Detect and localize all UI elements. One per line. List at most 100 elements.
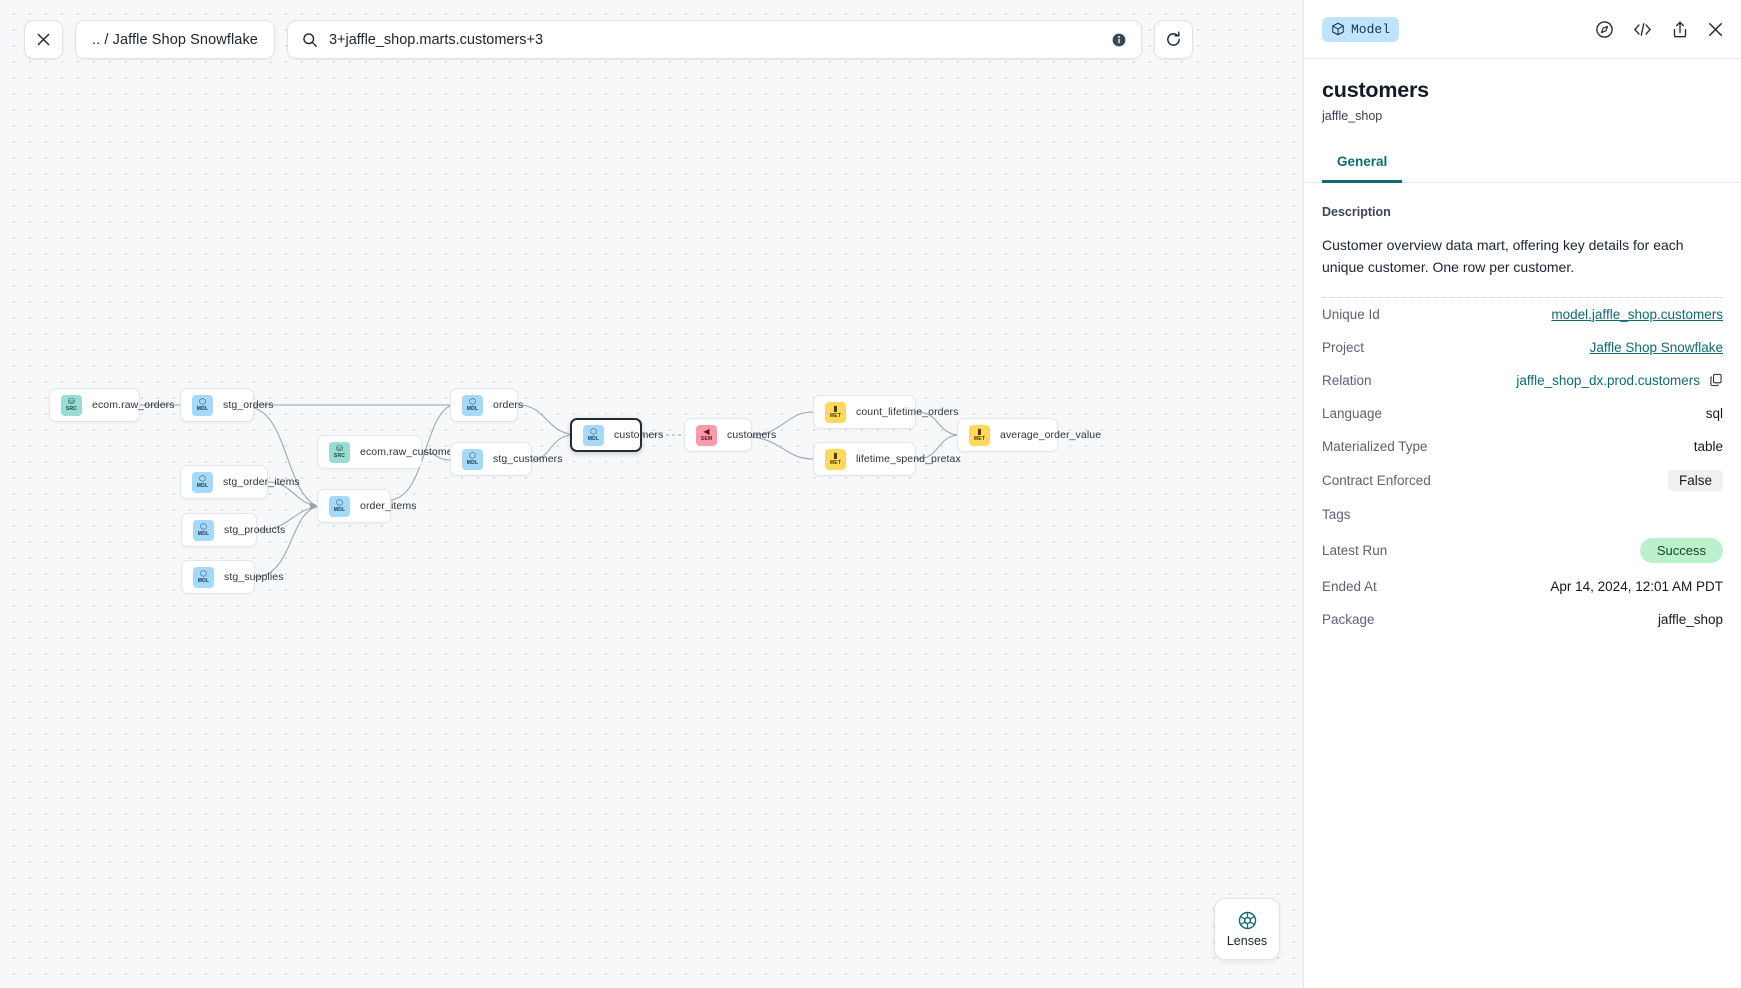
canvas-toolbar: .. / Jaffle Shop Snowflake (24, 20, 1193, 59)
refresh-icon (1167, 31, 1180, 46)
graph-node-label: customers (614, 429, 664, 441)
graph-node-order_items[interactable]: ⬡MDL order_items (317, 489, 416, 523)
property-value-wrap: model.jaffle_shop.customers (1551, 307, 1723, 322)
property-key: Package (1322, 611, 1375, 627)
lenses-button[interactable]: Lenses (1214, 898, 1280, 960)
property-value[interactable]: jaffle_shop_dx.prod.customers (1516, 372, 1700, 388)
page-title: customers (1322, 78, 1429, 102)
property-value-wrap: jaffle_shop_dx.prod.customers (1516, 373, 1723, 388)
property-row: Tags (1322, 498, 1723, 531)
graph-node-label: stg_orders (223, 399, 274, 411)
code-button[interactable] (1632, 20, 1653, 39)
graph-node-label: stg_supplies (224, 571, 284, 583)
property-value-wrap: table (1694, 439, 1723, 454)
property-value-wrap: Success (1639, 537, 1723, 563)
property-key: Unique Id (1322, 306, 1380, 322)
breadcrumb[interactable]: .. / Jaffle Shop Snowflake (75, 20, 275, 59)
property-value-wrap: False (1667, 469, 1723, 491)
property-value[interactable]: model.jaffle_shop.customers (1551, 306, 1723, 322)
met-badge-icon: ▮MET (969, 424, 990, 446)
graph-node-label: order_items (360, 500, 417, 512)
graph-node-label: stg_customers (493, 453, 563, 465)
info-icon[interactable] (1111, 32, 1127, 48)
graph-node-ecom_raw_customers[interactable]: ⛁SRC ecom.raw_customers (317, 435, 461, 469)
lenses-label: Lenses (1226, 934, 1268, 948)
graph-node-label: ecom.raw_orders (92, 399, 175, 411)
property-row: Materialized Type table (1322, 430, 1723, 463)
lenses-icon (1238, 911, 1256, 930)
description-label: Description (1322, 205, 1391, 219)
src-badge-icon: ⛁SRC (61, 394, 82, 416)
met-badge-icon: ▮MET (825, 401, 846, 423)
property-value: False (1667, 469, 1723, 491)
mdl-badge-icon: ⬡MDL (192, 394, 213, 416)
close-icon (37, 33, 50, 46)
graph-node-label: ecom.raw_customers (360, 446, 462, 458)
panel-tabs: General (1304, 148, 1741, 183)
copy-icon[interactable] (1709, 373, 1723, 387)
property-key: Project (1322, 339, 1365, 355)
refresh-button[interactable] (1153, 20, 1193, 59)
tab-general[interactable]: General (1322, 148, 1403, 183)
property-value-wrap: Jaffle Shop Snowflake (1590, 340, 1723, 355)
graph-node-average_order_value[interactable]: ▮MET average_order_value (957, 418, 1101, 452)
graph-node-label: average_order_value (1000, 429, 1102, 441)
property-key: Contract Enforced (1322, 472, 1431, 488)
panel-body: Description Customer overview data mart,… (1304, 183, 1741, 988)
panel-header: Model (1304, 0, 1741, 59)
property-row: Ended At Apr 14, 2024, 12:01 AM PDT (1322, 570, 1723, 603)
property-key: Relation (1322, 372, 1372, 388)
graph-node-label: customers (727, 429, 777, 441)
graph-node-label: stg_order_items (223, 476, 300, 488)
page-subtitle: jaffle_shop (1322, 109, 1383, 123)
code-icon (1634, 22, 1651, 36)
property-key: Latest Run (1322, 542, 1388, 558)
panel-actions (1595, 20, 1724, 39)
graph-node-stg_orders[interactable]: ⬡MDL stg_orders (180, 388, 274, 422)
property-row: Unique Id model.jaffle_shop.customers (1322, 298, 1723, 331)
mdl-badge-icon: ⬡MDL (193, 519, 214, 541)
node-type-label: Model (1351, 21, 1391, 37)
graph-node-ecom_raw_orders[interactable]: ⛁SRC ecom.raw_orders (49, 388, 175, 422)
property-value: Apr 14, 2024, 12:01 AM PDT (1550, 578, 1723, 594)
share-button[interactable] (1671, 20, 1689, 39)
property-key: Materialized Type (1322, 438, 1428, 454)
property-value-wrap: sql (1706, 406, 1723, 421)
close-panel-button[interactable] (1707, 21, 1724, 38)
description-text: Customer overview data mart, offering ke… (1322, 237, 1684, 276)
property-value[interactable]: Jaffle Shop Snowflake (1589, 339, 1723, 355)
graph-node-count_lifetime_orders[interactable]: ▮MET count_lifetime_orders (813, 395, 958, 429)
search-input[interactable] (328, 31, 1100, 48)
property-key: Ended At (1322, 578, 1377, 594)
lineage-search[interactable] (286, 20, 1142, 59)
mdl-badge-icon: ⬡MDL (462, 448, 483, 470)
lineage-canvas[interactable]: .. / Jaffle Shop Snowflake (0, 0, 1303, 988)
graph-node-stg_products[interactable]: ⬡MDL stg_products (181, 513, 285, 547)
graph-node-stg_customers[interactable]: ⬡MDL stg_customers (450, 442, 562, 476)
share-icon (1673, 21, 1687, 37)
explore-icon (1596, 20, 1613, 38)
src-badge-icon: ⛁SRC (329, 441, 350, 463)
close-lineage-button[interactable] (24, 20, 63, 59)
mdl-badge-icon: ⬡MDL (329, 495, 350, 517)
met-badge-icon: ▮MET (825, 448, 846, 470)
mdl-badge-icon: ⬡MDL (583, 424, 604, 446)
graph-node-label: count_lifetime_orders (856, 406, 959, 418)
graph-node-customers_mdl[interactable]: ⬡MDL customers (570, 418, 663, 452)
graph-node-label: stg_products (224, 524, 286, 536)
property-key: Tags (1322, 506, 1351, 522)
node-type-chip[interactable]: Model (1322, 16, 1400, 42)
property-value: table (1693, 438, 1723, 454)
explore-button[interactable] (1595, 20, 1614, 39)
status-badge: Success (1639, 537, 1723, 563)
graph-node-label: orders (493, 399, 524, 411)
